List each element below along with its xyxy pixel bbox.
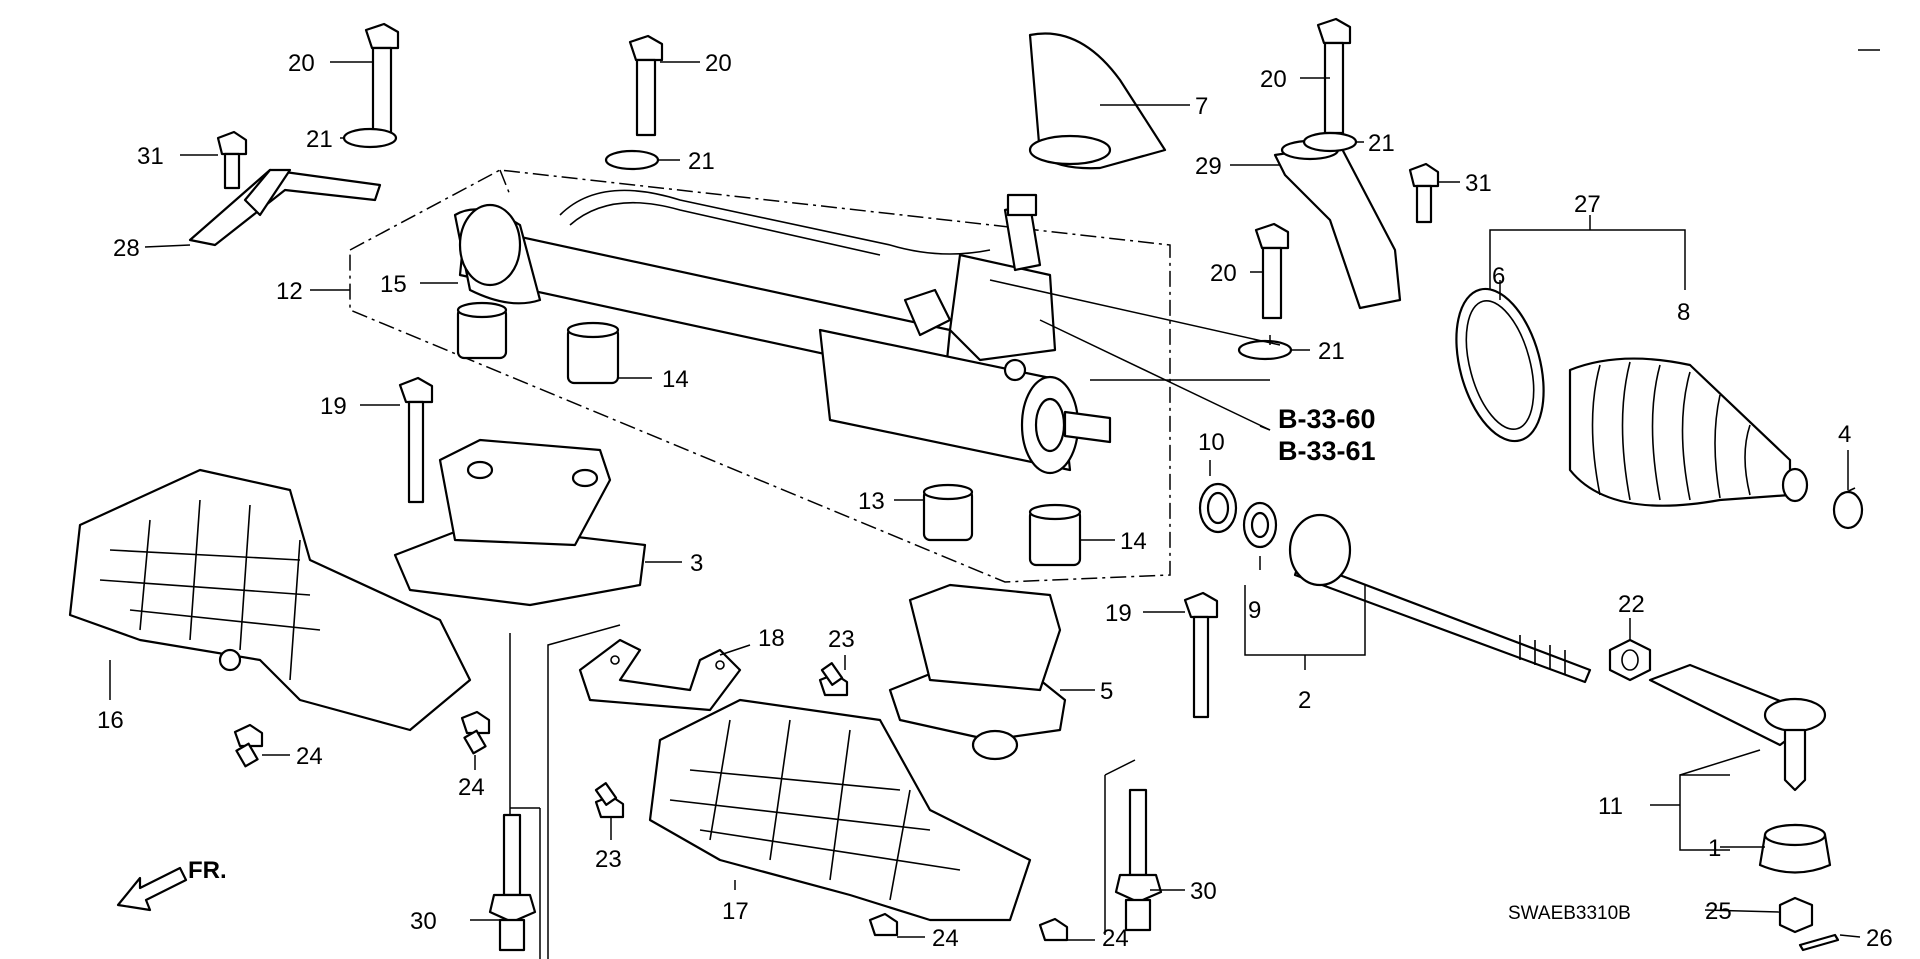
callout-6[interactable]: 6 [1492,263,1505,290]
callout-20-d[interactable]: 20 [1210,260,1237,287]
mount-3-left[interactable] [393,438,647,607]
callout-5[interactable]: 5 [1100,678,1113,705]
bracket-29[interactable] [1273,139,1402,310]
callout-14-left[interactable]: 14 [662,366,689,393]
tie-rod-2[interactable] [1288,513,1592,684]
callout-7[interactable]: 7 [1195,93,1208,120]
bushing-13[interactable] [922,483,974,542]
callout-25[interactable]: 25 [1705,898,1732,925]
boot-band-6[interactable] [1441,279,1559,450]
nut-22[interactable] [1608,638,1652,682]
heat-shield-17[interactable] [648,698,1032,922]
gearbox-assembly-outline [349,169,1171,583]
leader-lines [109,49,1880,959]
callout-11[interactable]: 11 [1598,793,1623,820]
diagram-code: SWAEB3310B [1508,903,1631,924]
callout-27[interactable]: 27 [1574,191,1601,218]
callout-24-a[interactable]: 24 [296,743,323,770]
washer-21-b[interactable] [604,149,660,171]
callout-28[interactable]: 28 [113,235,140,262]
callout-23-a[interactable]: 23 [828,626,855,653]
bolt-31-b[interactable] [1408,162,1440,224]
callout-16[interactable]: 16 [97,707,124,734]
callout-13[interactable]: 13 [858,488,885,515]
bolt-24-b[interactable] [460,710,491,755]
callout-1[interactable]: 1 [1708,835,1721,862]
callout-14-right[interactable]: 14 [1120,528,1147,555]
boot-clip-4[interactable] [1832,487,1864,530]
reference-b-33-60[interactable]: B-33-60 [1278,404,1376,434]
callout-9[interactable]: 9 [1248,597,1261,624]
bolt-24-d[interactable] [1038,917,1069,942]
washer-21-d[interactable] [1237,339,1293,361]
callout-3[interactable]: 3 [690,550,703,577]
callout-26[interactable]: 26 [1866,925,1893,952]
callout-8[interactable]: 8 [1677,299,1690,326]
callout-2[interactable]: 2 [1298,687,1311,714]
bolt-31-a[interactable] [216,130,248,190]
callout-20-c[interactable]: 20 [1260,66,1287,93]
callout-22[interactable]: 22 [1618,591,1645,618]
callout-29[interactable]: 29 [1195,153,1222,180]
dust-seal-1[interactable] [1758,823,1832,874]
bracket-28[interactable] [188,168,382,247]
callout-4[interactable]: 4 [1838,421,1851,448]
callout-31-b[interactable]: 31 [1465,170,1492,197]
tie-rod-end-11[interactable] [1648,663,1827,792]
mount-5-right[interactable] [888,583,1067,761]
heat-shield-16[interactable] [68,468,472,732]
bracket-18[interactable] [578,638,742,712]
callout-20-b[interactable]: 20 [705,50,732,77]
callout-30-a[interactable]: 30 [410,908,437,935]
callout-21-a[interactable]: 21 [306,126,333,153]
stud-bolt-30-b[interactable] [1114,788,1163,932]
bushing-14-left[interactable] [566,321,620,385]
callout-31-a[interactable]: 31 [137,143,164,170]
callout-23-b[interactable]: 23 [595,846,622,873]
callout-21-d[interactable]: 21 [1318,338,1345,365]
callout-15[interactable]: 15 [380,271,407,298]
washer-10[interactable] [1198,482,1238,534]
washer-21-c[interactable] [1302,131,1358,153]
callout-30-b[interactable]: 30 [1190,878,1217,905]
bolt-19-b[interactable] [1183,591,1219,719]
bushing-15[interactable] [456,301,508,360]
reference-b-33-61[interactable]: B-33-61 [1278,436,1376,466]
bushing-14-right[interactable] [1028,503,1082,567]
rack-end-boot-8[interactable] [1568,357,1809,507]
callout-20-a[interactable]: 20 [288,50,315,77]
front-direction-arrow-icon: FR. [116,857,227,912]
callout-24-d[interactable]: 24 [1102,925,1129,952]
callout-21-b[interactable]: 21 [688,148,715,175]
callout-12[interactable]: 12 [276,278,303,305]
bolt-23-a[interactable] [818,662,849,697]
lock-washer-9[interactable] [1242,501,1278,549]
front-label: FR. [188,857,227,884]
cotter-pin-26[interactable] [1798,933,1840,952]
castle-nut-25[interactable] [1778,896,1814,934]
bolt-19-a[interactable] [398,376,434,504]
steering-boot-7[interactable] [1028,32,1167,170]
bolt-23-b[interactable] [594,782,625,819]
callout-21-c[interactable]: 21 [1368,130,1395,157]
callout-10[interactable]: 10 [1198,429,1225,456]
stud-bolt-30-a[interactable] [488,813,537,952]
steering-rack[interactable] [453,189,1112,475]
callout-24-b[interactable]: 24 [458,774,485,801]
callout-numbers: 1 2 3 4 5 6 7 8 9 10 11 12 13 14 14 15 1… [97,50,1893,952]
flange-bolt-20-d[interactable] [1254,222,1290,320]
bolt-24-c[interactable] [868,912,899,937]
flange-bolt-20-c[interactable] [1316,17,1352,135]
flange-bolt-20-b[interactable] [628,34,664,137]
flange-bolt-20-a[interactable] [364,22,400,140]
callout-17[interactable]: 17 [722,898,749,925]
callout-24-c[interactable]: 24 [932,925,959,952]
callout-18[interactable]: 18 [758,625,785,652]
bolt-24-a[interactable] [233,723,264,768]
washer-21-a[interactable] [342,127,398,149]
callout-19-left[interactable]: 19 [320,393,347,420]
callout-19-right[interactable]: 19 [1105,600,1132,627]
